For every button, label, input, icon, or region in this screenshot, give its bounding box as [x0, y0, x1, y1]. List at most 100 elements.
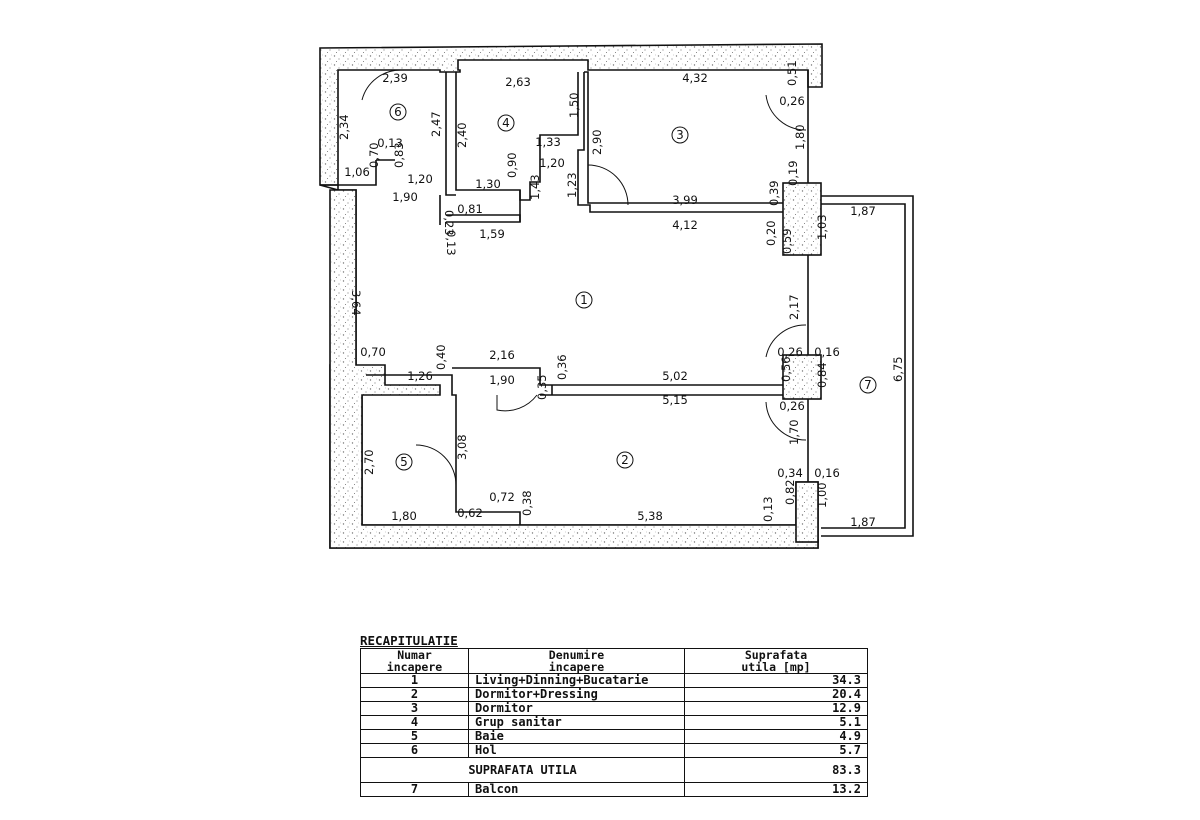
svg-text:5: 5: [400, 455, 408, 469]
balcony-row: 7 Balcon 13.2: [360, 782, 868, 797]
dimension-label: 2,34: [337, 114, 351, 140]
dimension-label: 2,70: [362, 449, 376, 475]
dimension-label: 1,03: [815, 214, 829, 240]
dimension-labels: 2,39 2,63 4,32 0,51 0,26 2,34 2,47 2,40 …: [337, 60, 905, 529]
dimension-label: 0,56: [779, 356, 793, 382]
dimension-label: 0,20: [764, 220, 778, 246]
dimension-label: 1,33: [535, 135, 561, 149]
room-marker-5: 5: [395, 453, 413, 471]
dimension-label: 1,87: [850, 515, 876, 529]
dimension-label: 1,43: [528, 174, 542, 200]
dimension-label: 1,30: [475, 177, 501, 191]
dimension-label: 0,83: [392, 142, 406, 168]
dimension-label: 1,90: [489, 373, 515, 387]
dimension-label: 5,38: [637, 509, 663, 523]
total-row: SUPRAFATA UTILA 83.3: [360, 757, 868, 783]
dimension-label: 0,82: [783, 479, 797, 505]
dimension-label: 0,40: [434, 344, 448, 370]
dimension-label: 2,47: [429, 111, 443, 137]
svg-text:1: 1: [580, 293, 588, 307]
recap-title: RECAPITULATIE: [360, 633, 458, 648]
room-marker-4: 4: [497, 114, 515, 132]
dimension-label: 0,26: [777, 345, 803, 359]
dimension-label: 0,59: [780, 228, 794, 254]
dimension-label: 5,15: [662, 393, 688, 407]
dimension-label: 1,80: [391, 509, 417, 523]
dimension-label: 1,59: [479, 227, 505, 241]
room-marker-6: 6: [389, 103, 407, 121]
dimension-label: 2,17: [787, 294, 801, 320]
dimension-label: 2,63: [505, 75, 531, 89]
dimension-label: 0,35: [535, 374, 549, 400]
dimension-label: 0,62: [457, 506, 483, 520]
svg-text:3: 3: [676, 128, 684, 142]
dimension-label: 2,40: [455, 122, 469, 148]
dimension-label: 4,32: [682, 71, 708, 85]
dimension-label: 1,50: [567, 92, 581, 118]
dimension-label: 0,84: [815, 362, 829, 388]
room-marker-3: 3: [671, 126, 689, 144]
dimension-label: 5,02: [662, 369, 688, 383]
dimension-label: 0,39: [767, 180, 781, 206]
dimension-label: 2,16: [489, 348, 515, 362]
dimension-label: 3,08: [455, 434, 469, 460]
table-row: 2 Dormitor+Dressing 20.4: [360, 687, 868, 702]
dimension-label: 2,90: [590, 129, 604, 155]
dimension-label: 3,99: [672, 193, 698, 207]
dimension-label: 0,90: [505, 152, 519, 178]
interior-walls: [338, 70, 809, 525]
dimension-label: 1,87: [850, 204, 876, 218]
table-row: 6 Hol 5.7: [360, 743, 868, 758]
svg-text:2: 2: [621, 453, 629, 467]
table-row: 4 Grup sanitar 5.1: [360, 715, 868, 730]
dimension-label: 1,23: [565, 172, 579, 198]
dimension-label: 1,00: [815, 482, 829, 508]
dimension-label: 4,12: [672, 218, 698, 232]
svg-text:6: 6: [394, 105, 402, 119]
exterior-walls: [319, 43, 823, 549]
dimension-label: 0,38: [520, 490, 534, 516]
dimension-label: 0,36: [555, 354, 569, 380]
floor-plan: 1 2 3 4 5 6 7 2,39 2,63 4,32 0,51 0,26 2…: [319, 43, 914, 549]
dimension-label: 6,75: [891, 356, 905, 382]
svg-text:4: 4: [502, 116, 510, 130]
dimension-label: 0,26: [779, 94, 805, 108]
dimension-label: 0,70: [367, 142, 381, 168]
table-row: 3 Dormitor 12.9: [360, 701, 868, 716]
table-row: 5 Baie 4.9: [360, 729, 868, 744]
dimension-label: 0,72: [489, 490, 515, 504]
balcony-outline: [821, 195, 914, 537]
room-marker-2: 2: [616, 451, 634, 469]
dimension-label: 3,64: [349, 290, 363, 316]
dimension-label: 0,34: [777, 466, 803, 480]
dimension-label: 0,19: [786, 160, 800, 186]
svg-text:7: 7: [864, 378, 872, 392]
dimension-label: 0,81: [457, 202, 483, 216]
dimension-label: 0,13: [377, 136, 403, 150]
dimension-label: 1,20: [407, 172, 433, 186]
dimension-label: 0,13: [444, 230, 458, 256]
dimension-label: 1,06: [344, 165, 370, 179]
dimension-label: 0,16: [814, 345, 840, 359]
dimension-label: 1,90: [392, 190, 418, 204]
dimension-label: 0,51: [785, 60, 799, 86]
dimension-label: 2,39: [382, 71, 408, 85]
room-markers: 1 2 3 4 5 6 7: [389, 103, 877, 471]
dimension-label: 1,80: [793, 124, 807, 150]
room-marker-7: 7: [859, 376, 877, 394]
dimension-label: 0,26: [779, 399, 805, 413]
dimension-label: 1,70: [787, 419, 801, 445]
dimension-label: 0,23: [442, 210, 456, 236]
dimension-label: 0,13: [761, 496, 775, 522]
table-row: 1 Living+Dinning+Bucatarie 34.3: [360, 673, 868, 688]
door-swings: [361, 69, 807, 486]
dimension-label: 1,26: [407, 369, 433, 383]
dimension-label: 0,70: [360, 345, 386, 359]
dimension-label: 1,20: [539, 156, 565, 170]
